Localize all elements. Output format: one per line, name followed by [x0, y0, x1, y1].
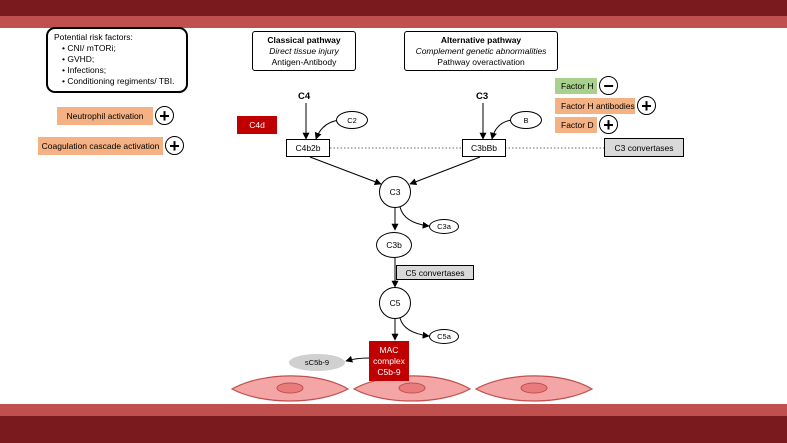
minus-icon: −	[599, 76, 618, 95]
c3a-oval: C3a	[429, 219, 459, 234]
neutrophil-activation-label: Neutrophil activation	[66, 111, 144, 121]
c2-oval: C2	[336, 111, 368, 129]
coagulation-activation-label: Coagulation cascade activation	[41, 141, 160, 151]
classical-pathway-box: Classical pathway Direct tissue injury A…	[252, 31, 356, 71]
plus-icon: +	[165, 136, 184, 155]
top-dark-band	[0, 0, 787, 16]
mac-complex-box: MAC complex C5b-9	[369, 341, 409, 381]
bottom-red-band	[0, 404, 787, 416]
c2-label: C2	[347, 115, 357, 125]
endothelial-cell-2	[352, 375, 472, 402]
c4b2b-label: C4b2b	[295, 143, 321, 153]
c4b2b-box: C4b2b	[286, 139, 330, 157]
c5a-oval: C5a	[429, 329, 459, 344]
arrow-b-to-c3bbb	[490, 119, 513, 140]
c3-convertases-box: C3 convertases	[604, 138, 684, 157]
c4d-box: C4d	[237, 116, 277, 134]
c3-top-label: C3	[476, 91, 489, 102]
arrow-c3bbb-to-c3	[409, 156, 481, 185]
plus-sign: +	[641, 95, 652, 116]
c3bbb-box: C3bBb	[462, 139, 506, 157]
mac-line-3: C5b-9	[377, 366, 401, 377]
plus-sign: +	[603, 114, 614, 135]
arrow-c3-to-c3a	[399, 206, 430, 229]
risk-factors-box: Potential risk factors: CNI/ mTORi; GVHD…	[46, 27, 188, 93]
c4-label: C4	[298, 91, 311, 102]
c3-circle-label: C3	[389, 187, 401, 197]
alternative-pathway-cause-1: Complement genetic abnormalities	[415, 46, 547, 56]
minus-sign: −	[603, 75, 614, 96]
neutrophil-activation-box: Neutrophil activation	[57, 107, 153, 125]
bottom-dark-band	[0, 416, 787, 443]
factor-d-box: Factor D	[555, 117, 597, 133]
endothelial-cell-3	[474, 375, 594, 402]
classical-pathway-title: Classical pathway	[267, 35, 341, 45]
risk-factor-item: CNI/ mTORi;	[62, 43, 180, 54]
alternative-pathway-cause-2: Pathway overactivation	[437, 57, 525, 67]
coagulation-activation-box: Coagulation cascade activation	[38, 137, 163, 155]
c3a-label: C3a	[437, 222, 451, 231]
alternative-pathway-title: Alternative pathway	[440, 35, 522, 45]
c3-circle: C3	[379, 176, 411, 208]
b-label: B	[523, 115, 529, 125]
mac-line-1: MAC	[379, 344, 399, 355]
plus-icon: +	[155, 106, 174, 125]
c5-label: C5	[389, 298, 401, 308]
sc5b9-oval: sC5b-9	[289, 354, 345, 371]
c5-convertases-label: C5 convertases	[405, 267, 465, 278]
c4d-label: C4d	[249, 120, 265, 130]
risk-factor-item: Conditioning regiments/ TBI.	[62, 76, 180, 87]
c3b-oval: C3b	[376, 232, 412, 258]
c5-convertases-box: C5 convertases	[396, 265, 474, 280]
risk-factors-list: CNI/ mTORi; GVHD; Infections; Conditioni…	[54, 43, 180, 87]
classical-pathway-cause-2: Antigen-Antibody	[271, 57, 337, 67]
plus-sign: +	[159, 105, 170, 126]
alternative-pathway-box: Alternative pathway Complement genetic a…	[404, 31, 558, 71]
risk-factor-item: GVHD;	[62, 54, 180, 65]
factor-h-antibodies-label: Factor H antibodies	[561, 101, 635, 111]
risk-factor-item: Infections;	[62, 65, 180, 76]
arrow-c4b2b-to-c3	[309, 156, 382, 186]
plus-icon: +	[637, 96, 656, 115]
top-red-band	[0, 16, 787, 28]
arrow-mac-to-sc5b9	[345, 355, 370, 363]
c3-convertases-label: C3 convertases	[614, 142, 674, 153]
endothelial-cell-1	[230, 375, 350, 402]
classical-pathway-cause-1: Direct tissue injury	[269, 46, 339, 56]
factor-h-antibodies-box: Factor H antibodies	[555, 98, 635, 114]
c3bbb-label: C3bBb	[471, 143, 497, 153]
plus-icon: +	[599, 115, 618, 134]
c5-circle: C5	[379, 287, 411, 319]
b-oval: B	[510, 111, 542, 129]
factor-d-label: Factor D	[561, 120, 594, 130]
risk-factors-title: Potential risk factors:	[54, 32, 133, 42]
mac-line-2: complex	[373, 355, 405, 366]
plus-sign: +	[169, 135, 180, 156]
factor-h-box: Factor H	[555, 78, 597, 94]
c5a-label: C5a	[437, 332, 451, 341]
sc5b9-label: sC5b-9	[304, 358, 330, 367]
arrow-c5-to-c5a	[399, 317, 430, 339]
c3b-label: C3b	[386, 240, 402, 250]
factor-h-label: Factor H	[561, 81, 594, 91]
